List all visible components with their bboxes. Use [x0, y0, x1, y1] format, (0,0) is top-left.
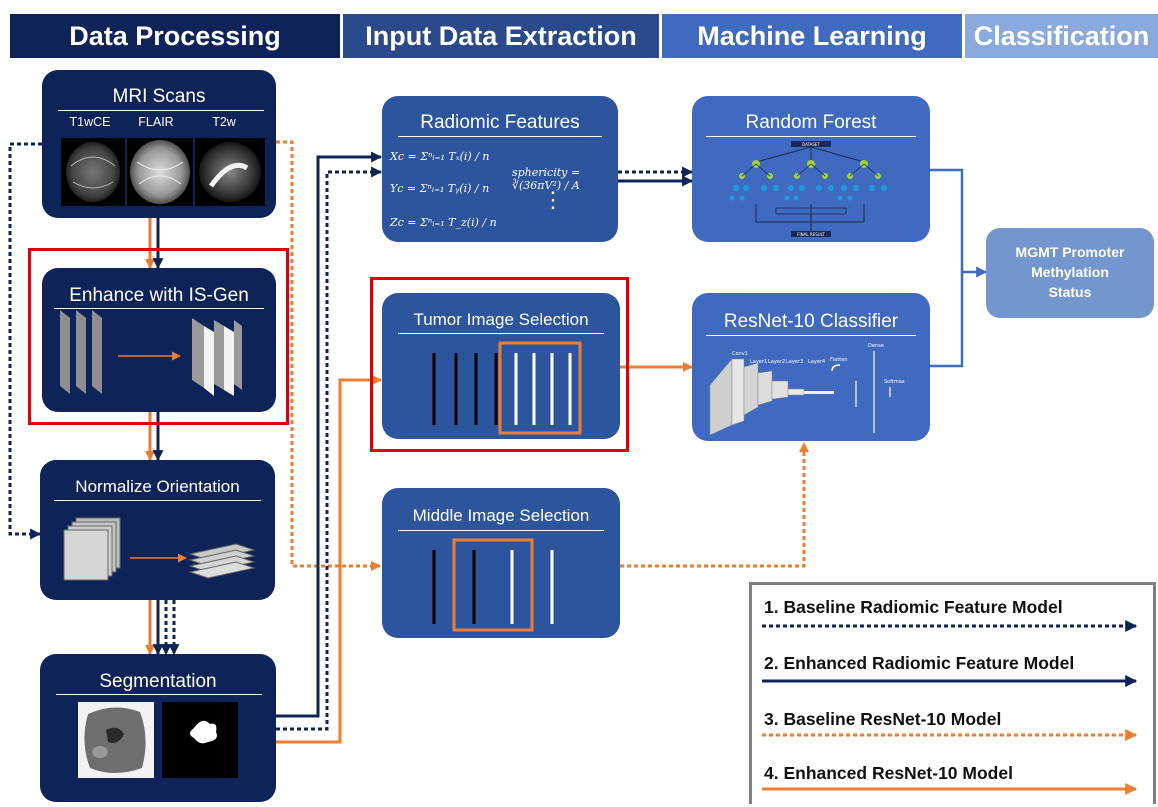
resnet-layer-4: Layer4 [808, 359, 825, 365]
resnet-softmax: Softmax [884, 379, 905, 385]
segmentation-title: Segmentation [99, 671, 217, 692]
header-classification: Classification [965, 14, 1158, 58]
mgmt-status-box: MGMT Promoter Methylation Status [986, 228, 1154, 318]
orientation-graphic [63, 517, 256, 581]
title-divider [398, 530, 604, 531]
legend-item-baseline-radiomic: 1. Baseline Radiomic Feature Model [764, 597, 1063, 617]
normalize-box: Normalize Orientation [40, 460, 275, 600]
resnet-classifier-box: ResNet-10 Classifier Conv1 Layer1 Layer2… [692, 293, 930, 441]
random-forest-graphic: DATASET FINAL RESULT [729, 141, 887, 237]
title-divider [706, 335, 916, 336]
segmentation-box: Segmentation [40, 654, 276, 802]
scan-label-t2w: T2w [212, 115, 236, 129]
mgmt-line-3: Status [1048, 284, 1092, 300]
tumor-slice-graphic [432, 341, 582, 435]
enhance-title: Enhance with IS-Gen [69, 285, 249, 306]
title-divider [56, 694, 262, 695]
title-divider [54, 308, 264, 309]
resnet-layer-conv1: Conv1 [732, 351, 748, 357]
header-data-processing: Data Processing [10, 14, 340, 58]
legend-item-baseline-resnet: 3. Baseline ResNet-10 Model [764, 709, 1002, 729]
tumor-selection-title: Tumor Image Selection [413, 310, 589, 329]
middle-image-selection-box: Middle Image Selection [382, 488, 620, 638]
mgmt-line-2: Methylation [1031, 264, 1109, 280]
normalize-title: Normalize Orientation [75, 477, 240, 496]
resnet-layer-2: Layer2 [768, 359, 785, 365]
mri-scan-images [61, 138, 265, 206]
resnet-title: ResNet-10 Classifier [723, 311, 899, 332]
title-divider [398, 136, 602, 137]
resnet-dense: Dense [868, 343, 884, 349]
mri-scans-box: MRI Scans T1wCE FLAIR T2w [42, 70, 276, 218]
equation-yc: Yc = Σⁿᵢ₌₁ Tᵧ(i) / n [390, 182, 490, 195]
rf-dataset-label: DATASET [802, 142, 820, 147]
rf-final-label: FINAL RESULT [797, 232, 825, 237]
legend-item-enhanced-radiomic: 2. Enhanced Radiomic Feature Model [764, 653, 1075, 673]
header-input-extraction: Input Data Extraction [343, 14, 659, 58]
segmentation-images [78, 702, 238, 778]
resnet-flatten: Flatten [830, 357, 848, 363]
middle-slice-graphic [432, 538, 554, 632]
equation-zc: Zc = Σⁿᵢ₌₁ T_z(i) / n [390, 216, 497, 229]
resnet-architecture-graphic: Conv1 Layer1 Layer2 Layer3 Layer4 Flatte… [709, 343, 905, 436]
highlight-enhance-box [28, 248, 289, 425]
equation-sphericity: sphericity = ∛(36πV²) / A [512, 166, 581, 192]
title-divider [398, 333, 604, 334]
random-forest-box: Random Forest DATASET FINAL RESULT [692, 96, 930, 242]
resnet-layer-1: Layer1 [750, 359, 767, 365]
resnet-layer-3: Layer3 [786, 359, 803, 365]
tumor-image-selection-box: Tumor Image Selection [382, 293, 620, 439]
legend-box: 1. Baseline Radiomic Feature Model 2. En… [749, 582, 1156, 804]
equation-xc: Xc = Σⁿᵢ₌₁ Tₓ(i) / n [390, 150, 490, 163]
title-divider [706, 136, 916, 137]
mgmt-line-1: MGMT Promoter [1015, 244, 1125, 260]
random-forest-title: Random Forest [745, 112, 877, 133]
legend-item-enhanced-resnet: 4. Enhanced ResNet-10 Model [764, 763, 1013, 783]
equation-ellipsis: ⋮ [542, 188, 564, 213]
middle-selection-title: Middle Image Selection [412, 506, 590, 525]
enhance-box: Enhance with IS-Gen [42, 268, 276, 412]
radiomic-title: Radiomic Features [420, 112, 580, 133]
title-divider [54, 500, 261, 501]
scan-label-flair: FLAIR [138, 115, 174, 129]
header-machine-learning: Machine Learning [662, 14, 962, 58]
highlight-tumor-selection [370, 277, 629, 452]
slice-enhancement-graphic [60, 310, 242, 396]
title-divider [58, 110, 264, 111]
mri-scans-title: MRI Scans [112, 86, 206, 107]
legend-line-samples [762, 620, 1138, 795]
scan-label-t1wce: T1wCE [69, 115, 111, 129]
radiomic-features-box: Radiomic Features Xc = Σⁿᵢ₌₁ Tₓ(i) / n Y… [382, 96, 618, 242]
